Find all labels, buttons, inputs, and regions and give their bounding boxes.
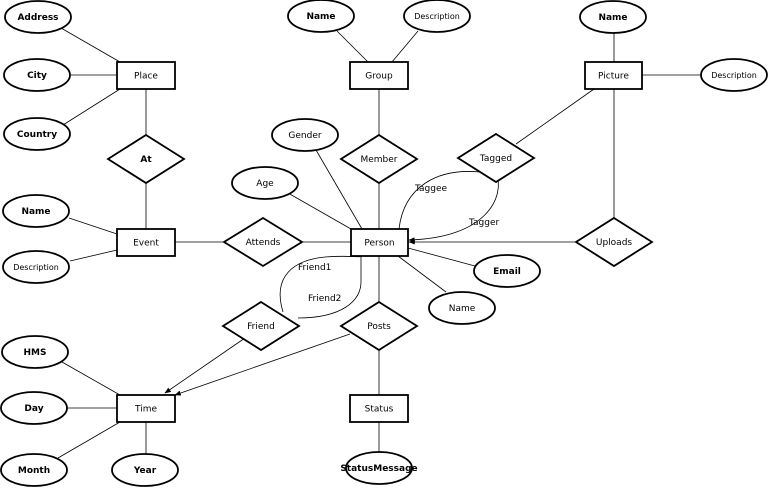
entity-status-label: Status bbox=[365, 405, 394, 415]
entity-time-label: Time bbox=[134, 405, 157, 415]
attribute-group-description-label: Description bbox=[414, 12, 460, 21]
attribute-group-name-label: Name bbox=[306, 12, 335, 22]
attribute-status-message-label: StatusMessage bbox=[340, 464, 417, 474]
relationship-friend: Friend bbox=[221, 300, 301, 352]
entity-event: Event bbox=[116, 228, 176, 257]
attribute-group-name: Name bbox=[287, 0, 355, 33]
relationship-posts: Posts bbox=[339, 300, 419, 352]
attribute-person-name: Name bbox=[428, 291, 496, 325]
entity-time: Time bbox=[116, 394, 176, 423]
attribute-place-country-label: Country bbox=[17, 130, 57, 140]
line-gender-person bbox=[315, 149, 363, 230]
entity-group: Group bbox=[349, 61, 409, 90]
relationship-uploads-label: Uploads bbox=[596, 238, 633, 248]
line-eventname-event bbox=[68, 217, 118, 235]
attribute-time-year-label: Year bbox=[133, 466, 157, 476]
attribute-place-address-label: Address bbox=[17, 13, 58, 23]
line-person-name bbox=[397, 255, 447, 293]
attribute-person-name-label: Name bbox=[449, 304, 476, 314]
attribute-event-name-label: Name bbox=[21, 207, 50, 217]
line-tagged-taggee bbox=[398, 171, 481, 230]
line-hms-time bbox=[61, 361, 121, 396]
attribute-person-gender-label: Gender bbox=[288, 131, 321, 141]
role-tagger: Tagger bbox=[468, 218, 499, 228]
entity-group-label: Group bbox=[365, 72, 393, 82]
attribute-event-description-label: Description bbox=[13, 263, 59, 272]
attribute-place-country: Country bbox=[3, 117, 71, 151]
attribute-time-hms: HMS bbox=[1, 335, 69, 369]
relationship-at: At bbox=[106, 133, 186, 185]
attribute-place-address: Address bbox=[4, 0, 72, 34]
attribute-picture-description: Description bbox=[700, 58, 768, 92]
relationship-attends-label: Attends bbox=[246, 238, 281, 248]
attribute-time-month: Month bbox=[0, 453, 68, 487]
entity-person: Person bbox=[350, 228, 409, 257]
line-posts-time bbox=[174, 333, 351, 396]
line-person-email bbox=[407, 247, 476, 267]
role-taggee: Taggee bbox=[414, 184, 447, 194]
relationship-tagged: Tagged bbox=[456, 132, 536, 184]
entity-status: Status bbox=[349, 394, 409, 423]
attribute-group-description: Description bbox=[403, 0, 471, 33]
attribute-event-description: Description bbox=[2, 250, 70, 284]
attribute-time-day-label: Day bbox=[24, 404, 43, 414]
relationship-at-label: At bbox=[140, 155, 152, 165]
attribute-time-hms-label: HMS bbox=[24, 348, 47, 358]
line-eventdesc-event bbox=[69, 249, 118, 262]
attribute-time-day: Day bbox=[0, 391, 68, 425]
relationship-posts-label: Posts bbox=[367, 322, 391, 332]
line-tagged-tagger bbox=[408, 171, 499, 243]
attribute-person-email: Email bbox=[473, 254, 541, 288]
relationship-friend-label: Friend bbox=[247, 322, 275, 332]
attribute-place-city: City bbox=[3, 58, 71, 92]
entity-picture: Picture bbox=[584, 61, 643, 90]
line-friend-friend2 bbox=[297, 256, 362, 319]
attribute-picture-description-label: Description bbox=[711, 71, 757, 80]
line-groupname-group bbox=[336, 30, 369, 63]
line-address-place bbox=[60, 27, 121, 63]
attribute-picture-name-label: Name bbox=[598, 13, 627, 23]
attribute-person-age-label: Age bbox=[256, 179, 274, 189]
entity-event-label: Event bbox=[133, 239, 159, 249]
relationship-attends: Attends bbox=[222, 216, 304, 268]
relationship-member-label: Member bbox=[360, 155, 397, 165]
attribute-person-gender: Gender bbox=[271, 118, 339, 152]
line-groupdesc-group bbox=[391, 30, 419, 63]
relationship-tagged-label: Tagged bbox=[479, 154, 512, 164]
line-picture-tagged bbox=[515, 88, 595, 145]
attribute-place-city-label: City bbox=[27, 71, 47, 81]
connectors bbox=[57, 27, 701, 459]
attribute-picture-name: Name bbox=[579, 0, 647, 34]
entity-person-label: Person bbox=[364, 239, 394, 249]
relationship-uploads: Uploads bbox=[574, 216, 654, 268]
attribute-time-month-label: Month bbox=[18, 466, 50, 476]
attribute-time-year: Year bbox=[111, 453, 179, 487]
relationship-member: Member bbox=[339, 133, 419, 185]
attribute-person-age: Age bbox=[231, 166, 299, 200]
role-friend1: Friend1 bbox=[298, 263, 331, 273]
line-age-person bbox=[287, 192, 352, 230]
role-friend2: Friend2 bbox=[308, 294, 341, 304]
entity-picture-label: Picture bbox=[598, 72, 629, 82]
entity-place: Place bbox=[116, 61, 176, 90]
line-country-place bbox=[62, 88, 121, 126]
attribute-person-email-label: Email bbox=[493, 267, 521, 277]
line-month-time bbox=[57, 421, 121, 459]
entity-place-label: Place bbox=[134, 72, 158, 82]
attribute-status-message: StatusMessage bbox=[340, 451, 418, 485]
line-friend-time bbox=[164, 337, 246, 394]
attribute-event-name: Name bbox=[2, 194, 70, 228]
